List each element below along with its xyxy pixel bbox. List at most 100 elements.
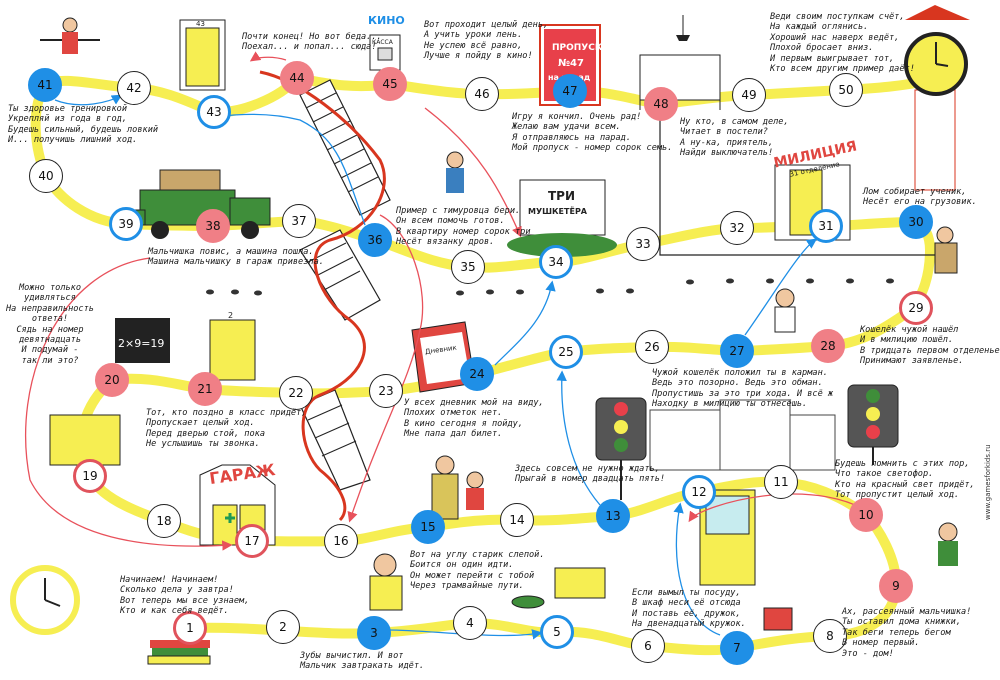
board-cell-21[interactable]: 21 xyxy=(188,372,222,406)
figure-blind-man xyxy=(431,455,484,520)
musketeers-sign-2: МУШКЕТЁРА xyxy=(528,206,588,216)
board-cell-26[interactable]: 26 xyxy=(635,330,669,364)
board-cell-4[interactable]: 4 xyxy=(453,606,487,640)
cinema-sign: КИНО xyxy=(368,14,405,27)
figure-wood-carrier xyxy=(446,151,464,193)
caption-30: Лом собирает ученик, Несёт его на грузов… xyxy=(863,187,977,208)
door-43 xyxy=(179,19,226,91)
caption-13: Здесь совсем не нужно ждать, Прыгай в но… xyxy=(515,464,666,485)
board-cell-36[interactable]: 36 xyxy=(358,223,392,257)
board-cell-37[interactable]: 37 xyxy=(282,204,316,238)
board-cell-29[interactable]: 29 xyxy=(899,291,933,325)
clock-tower xyxy=(904,5,970,191)
board-cell-44[interactable]: 44 xyxy=(280,61,314,95)
dishes xyxy=(511,567,793,631)
caption-7: Если вымыл ты посуду, В шкаф неси её отс… xyxy=(632,588,746,630)
pass-sign-2: №47 xyxy=(558,58,584,69)
caption-45: Вот проходит целый день, А учить уроки л… xyxy=(424,20,549,62)
caption-41: Ты здоровье тренировкой Укрепляй из года… xyxy=(8,104,159,146)
book-stack xyxy=(147,640,211,665)
board-cell-17[interactable]: 17 xyxy=(235,524,269,558)
board-cell-43[interactable]: 43 xyxy=(197,95,231,129)
pass-sign-1: ПРОПУСК xyxy=(552,43,603,53)
board-cell-9[interactable]: 9 xyxy=(879,569,913,603)
board-cell-13[interactable]: 13 xyxy=(596,499,630,533)
board-cell-41[interactable]: 41 xyxy=(28,68,62,102)
board-cell-15[interactable]: 15 xyxy=(411,510,445,544)
board-cell-38[interactable]: 38 xyxy=(196,209,230,243)
musketeers-sign-1: ТРИ xyxy=(548,189,575,203)
board-cell-34[interactable]: 34 xyxy=(539,245,573,279)
board-cell-11[interactable]: 11 xyxy=(764,465,798,499)
kassa-sign: КАССА xyxy=(372,39,394,46)
caption-9: Ах, рассеянный мальчишка! Ты оставил дом… xyxy=(842,607,972,659)
caption-start: Начинаем! Начинаем! Сколько дела у завтр… xyxy=(120,575,250,617)
cinema-kassa xyxy=(369,34,401,71)
caption-24: У всех дневник мой на виду, Плохих отмет… xyxy=(404,398,544,440)
board-cell-2[interactable]: 2 xyxy=(266,610,300,644)
board-cell-40[interactable]: 40 xyxy=(29,159,63,193)
diary-book xyxy=(411,321,476,393)
figure-runner xyxy=(938,522,958,566)
board-cell-42[interactable]: 42 xyxy=(117,71,151,105)
board-cell-23[interactable]: 23 xyxy=(369,374,403,408)
board-cell-50[interactable]: 50 xyxy=(829,73,863,107)
board-cell-18[interactable]: 18 xyxy=(147,504,181,538)
school-desk xyxy=(49,414,121,466)
alarm-clock xyxy=(10,565,80,635)
board-cell-20[interactable]: 20 xyxy=(95,363,129,397)
caption-47: Игру я кончил. Очень рад! Желаю вам удач… xyxy=(512,112,673,154)
board-cell-6[interactable]: 6 xyxy=(631,629,665,663)
board-cell-47[interactable]: 47 xyxy=(553,74,587,108)
caption-36: Пример с тимуровца бери. Он всем помочь … xyxy=(396,206,531,248)
door-43-number: 43 xyxy=(196,20,205,28)
stair-rail xyxy=(259,70,386,522)
board-cell-1[interactable]: 1 xyxy=(173,611,207,645)
caption-50: Веди своим поступкам счёт, На каждый огл… xyxy=(770,12,915,75)
stair-steps xyxy=(305,92,379,457)
board-cell-5[interactable]: 5 xyxy=(540,615,574,649)
traffic-light-right xyxy=(847,384,899,465)
board-cell-45[interactable]: 45 xyxy=(373,67,407,101)
board-cell-35[interactable]: 35 xyxy=(451,250,485,284)
board-cell-33[interactable]: 33 xyxy=(626,227,660,261)
board-cell-7[interactable]: 7 xyxy=(720,631,754,665)
board-cell-3[interactable]: 3 xyxy=(357,616,391,650)
staircase xyxy=(299,79,391,491)
board-cell-16[interactable]: 16 xyxy=(324,524,358,558)
board-cell-19[interactable]: 19 xyxy=(73,459,107,493)
caption-19: Можно только удивляться На неправильност… xyxy=(6,283,94,366)
caption-27: Чужой кошелёк положил ты в карман. Ведь … xyxy=(652,368,834,410)
board-cell-49[interactable]: 49 xyxy=(732,78,766,112)
board-cell-39[interactable]: 39 xyxy=(109,207,143,241)
figure-scrap-collector xyxy=(934,226,958,274)
traffic-light-left xyxy=(595,397,647,500)
jump-arrows xyxy=(25,51,881,551)
city-skyline xyxy=(649,399,836,471)
blackboard xyxy=(115,318,170,363)
board-cell-24[interactable]: 24 xyxy=(460,357,494,391)
board-cell-10[interactable]: 10 xyxy=(849,498,883,532)
caption-10: Будешь помнить с этих пор, Что такое све… xyxy=(835,459,975,501)
board-cell-46[interactable]: 46 xyxy=(465,77,499,111)
board-cell-28[interactable]: 28 xyxy=(811,329,845,363)
board-cell-8[interactable]: 8 xyxy=(813,619,847,653)
board-cell-22[interactable]: 22 xyxy=(279,376,313,410)
footprints xyxy=(206,278,894,296)
caption-15: Вот на углу старик слепой. Боится он оди… xyxy=(410,550,545,592)
board-cell-12[interactable]: 12 xyxy=(682,475,716,509)
board-cell-32[interactable]: 32 xyxy=(720,211,754,245)
classroom-door xyxy=(209,319,256,381)
board-cell-25[interactable]: 25 xyxy=(549,335,583,369)
math-on-board: 2×9=19 xyxy=(118,337,164,350)
board-cell-30[interactable]: 30 xyxy=(899,205,933,239)
board-cell-14[interactable]: 14 xyxy=(500,503,534,537)
caption-38: Мальчишка повис, а машина пошла. Машина … xyxy=(148,247,324,268)
board-cell-27[interactable]: 27 xyxy=(720,334,754,368)
board-cell-31[interactable]: 31 xyxy=(809,209,843,243)
board-cell-48[interactable]: 48 xyxy=(644,87,678,121)
watermark: www.gamesforkids.ru xyxy=(984,444,992,520)
figure-breakfast-boy xyxy=(369,553,403,611)
cinema-screen xyxy=(507,179,617,257)
